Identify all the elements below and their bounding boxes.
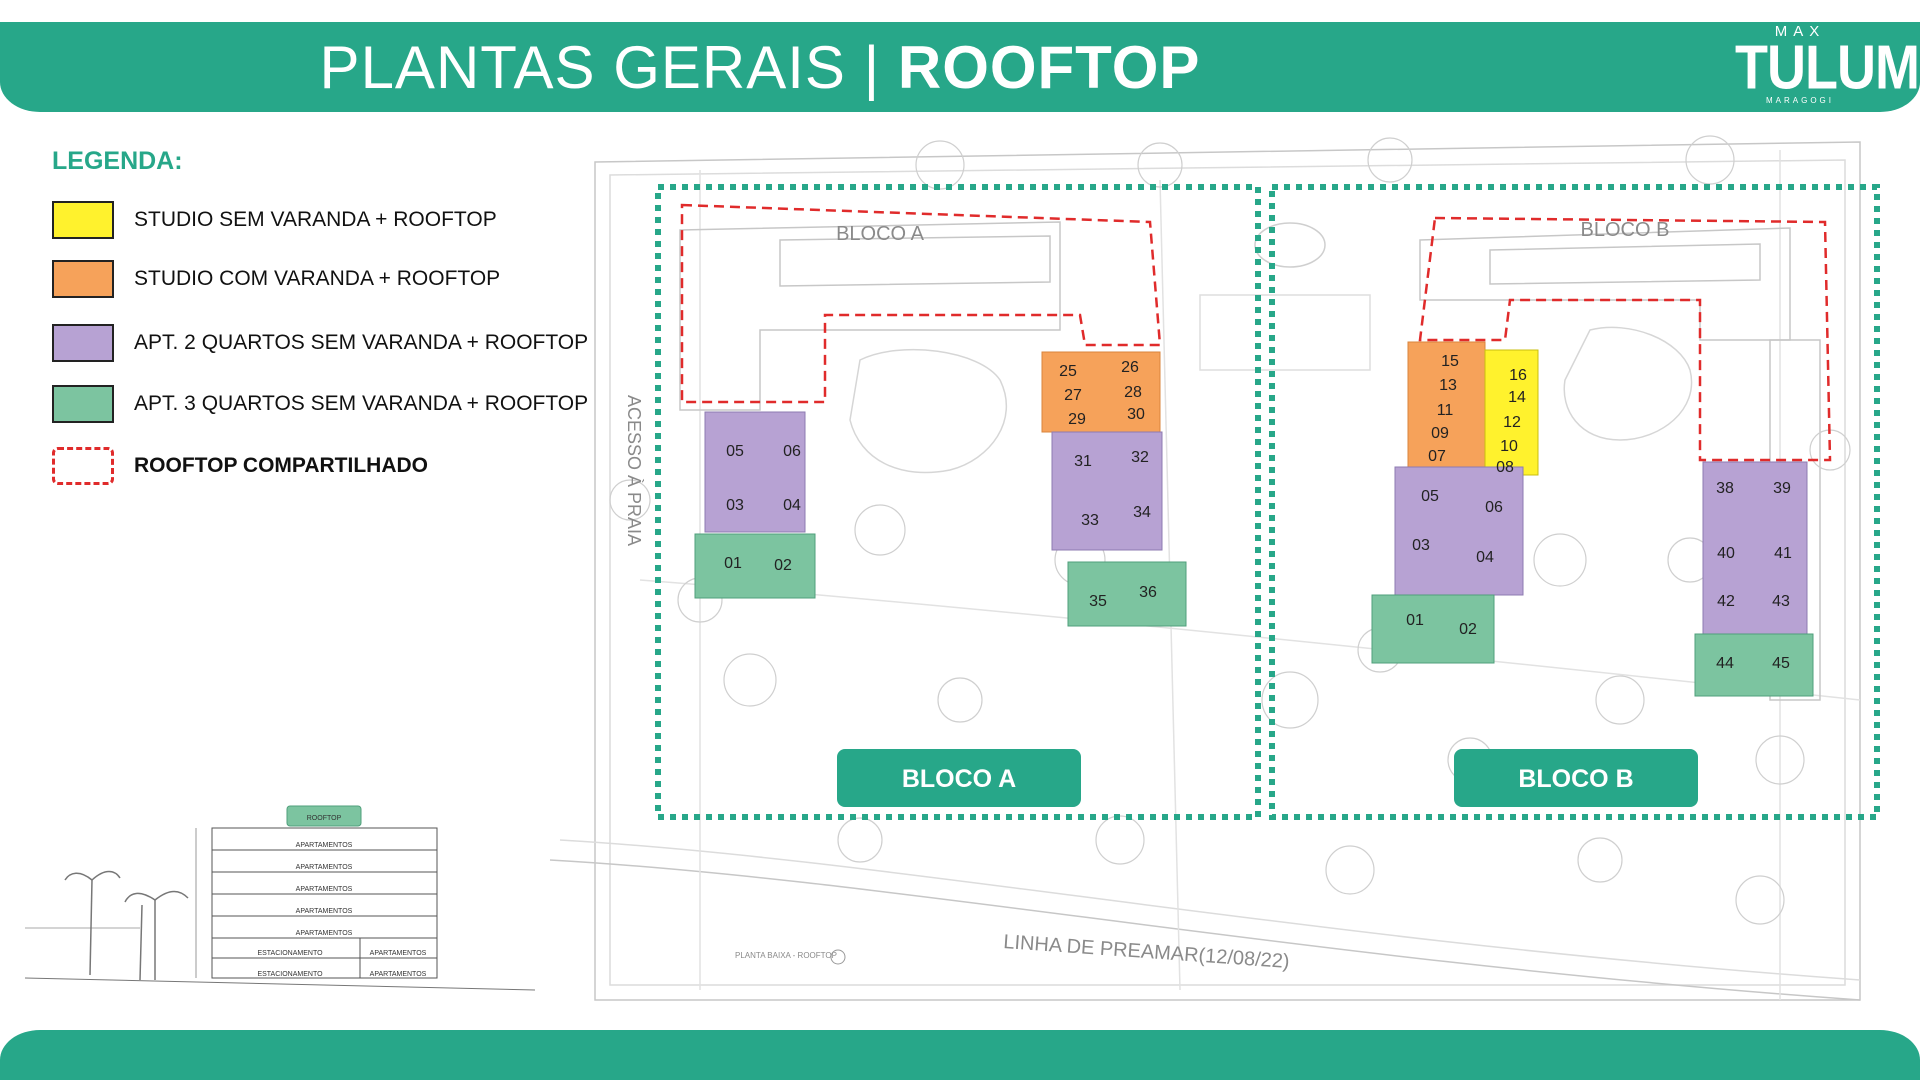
rooftop-outline-a: [680, 203, 1162, 404]
section-ground-left-2: ESTACIONAMENTO: [257, 971, 323, 978]
legend-title: LEGENDA:: [52, 147, 183, 175]
palm-tree-icon: [64, 870, 189, 981]
planta-baixa-caption: PLANTA BAIXA - ROOFTOP: [735, 951, 837, 960]
unit-b14: 14: [1508, 389, 1526, 406]
unit-a32: 32: [1131, 449, 1149, 466]
unit-a34: 34: [1133, 504, 1151, 521]
unit-a06: 06: [783, 443, 801, 460]
title-light: PLANTAS GERAIS |: [319, 34, 898, 101]
unit-b11: 11: [1437, 402, 1454, 419]
rooftop-outline-b: [1418, 216, 1832, 462]
legend-label-studio-sem: STUDIO SEM VARANDA + ROOFTOP: [134, 208, 497, 231]
unit-b12: 12: [1503, 414, 1521, 431]
unit-a25: 25: [1059, 363, 1077, 380]
legend-swatch-rooftop: [52, 447, 114, 485]
unit-b10: 10: [1500, 438, 1518, 455]
footer-bar: [0, 1030, 1920, 1080]
legend-swatch-purple: [52, 324, 114, 362]
unit-b38: 38: [1716, 480, 1734, 497]
bloco-b-button[interactable]: BLOCO B: [1454, 749, 1698, 807]
unit-a35: 35: [1089, 593, 1107, 610]
bloco-a-button[interactable]: BLOCO A: [837, 749, 1081, 807]
unit-a30: 30: [1127, 406, 1145, 423]
unit-a05: 05: [726, 443, 744, 460]
north-arrow-icon: [830, 949, 846, 965]
legend-label-rooftop: ROOFTOP COMPARTILHADO: [134, 454, 428, 477]
unit-b44: 44: [1716, 655, 1734, 672]
tower-a-left: 05 06 03 04 01 02: [694, 411, 816, 599]
section-ground-left-1: ESTACIONAMENTO: [257, 950, 323, 957]
tower-b-left: 15 13 11 09 07 16 14 12 10 08 05 06 03 0…: [1371, 341, 1539, 664]
unit-b02: 02: [1459, 621, 1477, 638]
unit-a04: 04: [783, 497, 801, 514]
unit-b05: 05: [1421, 488, 1439, 505]
bloco-b-border: [1269, 184, 1880, 820]
tower-a-right: 25 26 27 28 29 30 31 32 33 34 35 36: [1041, 351, 1187, 627]
legend-studio-com: STUDIO COM VARANDA + ROOFTOP: [52, 259, 500, 299]
unit-a31: 31: [1074, 453, 1092, 470]
page-title: PLANTAS GERAIS | ROOFTOP: [0, 22, 1520, 112]
bloco-a-border: [655, 184, 1261, 820]
section-floor-3: APARTAMENTOS: [296, 886, 353, 893]
legend-apt2: APT. 2 QUARTOS SEM VARANDA + ROOFTOP: [52, 323, 588, 363]
unit-b42: 42: [1717, 593, 1735, 610]
section-floor-5: APARTAMENTOS: [296, 842, 353, 849]
unit-a02: 02: [774, 557, 792, 574]
section-ground-right-2: APARTAMENTOS: [370, 971, 427, 978]
unit-b16: 16: [1509, 367, 1527, 384]
unit-b08: 08: [1496, 459, 1514, 476]
acesso-praia-label: ACESSO À PRAIA: [624, 395, 644, 546]
unit-b03: 03: [1412, 537, 1430, 554]
tower-b-right: 38 39 40 41 42 43 44 45: [1694, 461, 1814, 697]
unit-a28: 28: [1124, 384, 1142, 401]
unit-a36: 36: [1139, 584, 1157, 601]
unit-b41: 41: [1774, 545, 1792, 562]
unit-a29: 29: [1068, 411, 1086, 428]
legend-swatch-yellow: [52, 201, 114, 239]
unit-b01: 01: [1406, 612, 1424, 629]
unit-b39: 39: [1773, 480, 1791, 497]
unit-b15: 15: [1441, 353, 1459, 370]
unit-a03: 03: [726, 497, 744, 514]
logo-sub: MARAGOGI: [1765, 96, 1834, 105]
legend-apt3: APT. 3 QUARTOS SEM VARANDA + ROOFTOP: [52, 384, 588, 424]
legend-swatch-green: [52, 385, 114, 423]
unit-b45: 45: [1772, 655, 1790, 672]
legend-studio-sem: STUDIO SEM VARANDA + ROOFTOP: [52, 200, 497, 240]
section-floor-4: APARTAMENTOS: [296, 864, 353, 871]
title-bold: ROOFTOP: [897, 34, 1201, 101]
logo-top: MAX: [1774, 23, 1826, 40]
section-floor-1: APARTAMENTOS: [296, 930, 353, 937]
unit-a26: 26: [1121, 359, 1139, 376]
unit-b06: 06: [1485, 499, 1503, 516]
unit-b43: 43: [1772, 593, 1790, 610]
unit-b40: 40: [1717, 545, 1735, 562]
header-bar: [0, 22, 1920, 112]
unit-a01: 01: [724, 555, 742, 572]
unit-b09: 09: [1431, 425, 1449, 442]
legend-rooftop: ROOFTOP COMPARTILHADO: [52, 446, 428, 486]
section-rooftop-label: ROOFTOP: [307, 815, 342, 822]
legend-label-apt3: APT. 3 QUARTOS SEM VARANDA + ROOFTOP: [134, 392, 589, 415]
unit-b04: 04: [1476, 549, 1494, 566]
section-floor-2: APARTAMENTOS: [296, 908, 353, 915]
section-ground-right-1: APARTAMENTOS: [370, 950, 427, 957]
plan-text-bloco-a: BLOCO A: [836, 223, 924, 245]
unit-a27: 27: [1064, 387, 1082, 404]
plan-text-bloco-b: BLOCO B: [1581, 219, 1670, 241]
unit-b07: 07: [1428, 448, 1446, 465]
legend-label-apt2: APT. 2 QUARTOS SEM VARANDA + ROOFTOP: [134, 331, 589, 354]
unit-b13: 13: [1439, 377, 1457, 394]
legend-swatch-orange: [52, 260, 114, 298]
legend-label-studio-com: STUDIO COM VARANDA + ROOFTOP: [134, 267, 501, 290]
section-elevation: ROOFTOP APARTAMENTOS APARTAMENTOS APARTA…: [24, 805, 536, 991]
unit-a33: 33: [1081, 512, 1099, 529]
